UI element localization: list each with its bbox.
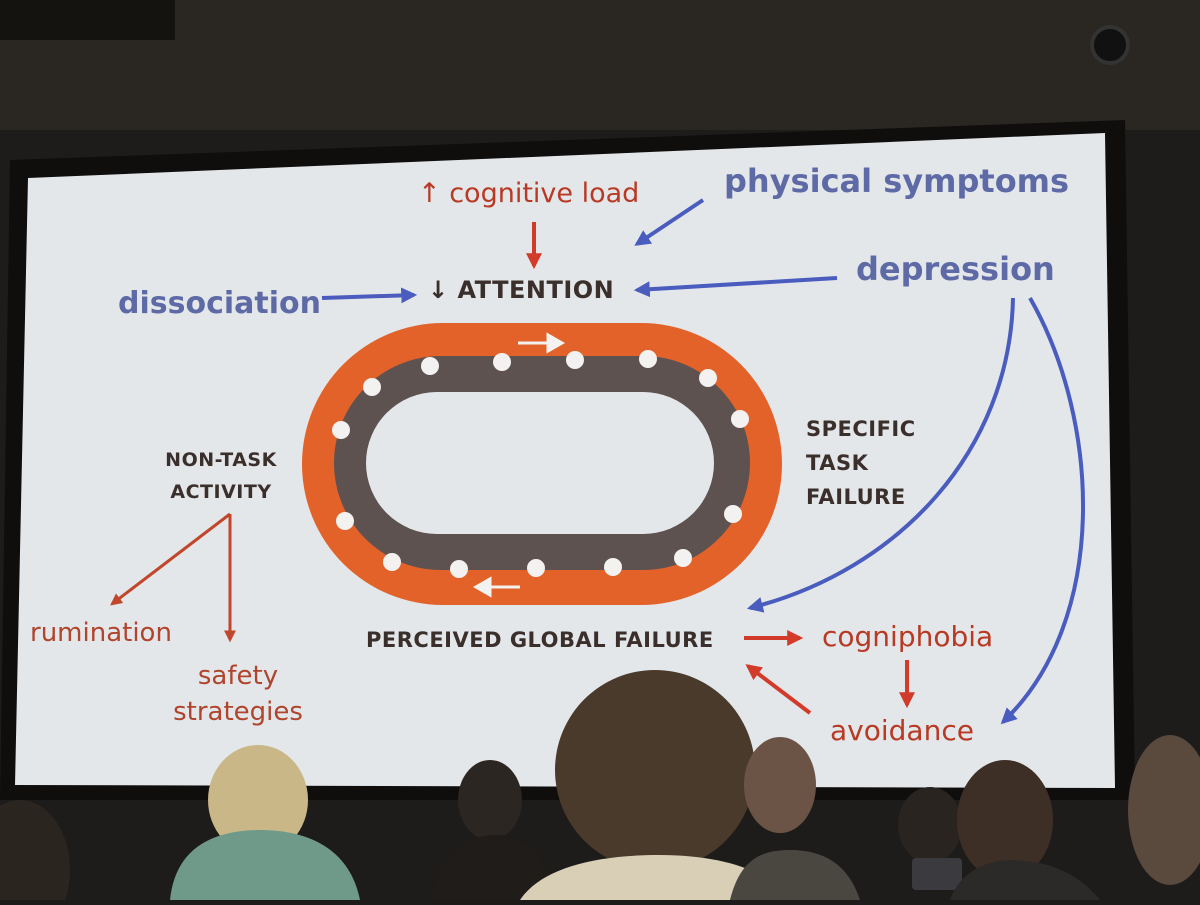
phone-icon <box>912 858 962 890</box>
failure-cycle-track <box>302 323 782 605</box>
arrow-depression-to-global-failure-icon <box>746 297 1015 613</box>
audience-member-body <box>950 860 1100 900</box>
attention-label: ↓ ATTENTION <box>428 276 615 304</box>
ceiling-light <box>1090 25 1130 65</box>
audience-member <box>898 787 962 863</box>
specific-task-failure-label: SPECIFIC TASK FAILURE <box>806 412 916 514</box>
audience-member <box>458 760 522 840</box>
audience-member-body <box>430 835 560 900</box>
track-arrow-right-icon <box>518 332 566 354</box>
cognitive-load-label: ↑ cognitive load <box>418 178 640 209</box>
ceiling <box>0 0 1200 130</box>
safety-strategies-line: safety <box>197 661 279 691</box>
arrow-depression-to-attention-icon <box>633 276 838 298</box>
track-dots <box>332 350 749 578</box>
safety-strategies-line: strategies <box>173 697 303 727</box>
perceived-global-failure-label: PERCEIVED GLOBAL FAILURE <box>366 628 714 652</box>
non-task-activity-line: ACTIVITY <box>170 481 272 503</box>
audience-member <box>0 800 70 905</box>
audience <box>0 670 1200 905</box>
dissociation-label: dissociation <box>118 286 321 321</box>
non-task-activity-line: NON-TASK <box>165 449 277 471</box>
audience-member-curly-hair <box>555 670 755 870</box>
cogniphobia-label: cogniphobia <box>822 620 994 653</box>
avoidance-label: avoidance <box>830 714 974 747</box>
specific-task-failure-line: TASK <box>806 451 869 475</box>
audience-member-blonde <box>208 745 308 855</box>
audience-member-green-top <box>170 830 360 900</box>
ceiling-beam <box>0 0 175 40</box>
audience-member <box>957 760 1053 880</box>
arrow-physical-to-attention-icon <box>634 198 705 246</box>
audience-member-glasses <box>1128 735 1200 885</box>
arrow-dissociation-to-attention-icon <box>321 287 418 304</box>
audience-member-body <box>730 850 860 900</box>
track-center <box>366 392 714 534</box>
depression-label: depression <box>856 250 1055 288</box>
audience-member-bald <box>744 737 816 833</box>
physical-symptoms-label: physical symptoms <box>724 162 1070 200</box>
non-task-activity-label: NON-TASK ACTIVITY <box>160 444 282 508</box>
specific-task-failure-line: FAILURE <box>806 485 906 509</box>
arrow-avoidance-to-global-icon <box>745 664 812 715</box>
specific-task-failure-line: SPECIFIC <box>806 417 916 441</box>
arrow-to-rumination-icon <box>110 512 231 606</box>
arrow-depression-to-avoidance-icon <box>1000 297 1086 725</box>
audience-member-striped-top <box>520 855 790 900</box>
safety-strategies-label: safety strategies <box>168 658 308 730</box>
track-arrow-left-icon <box>472 576 520 598</box>
rumination-label: rumination <box>30 618 172 648</box>
